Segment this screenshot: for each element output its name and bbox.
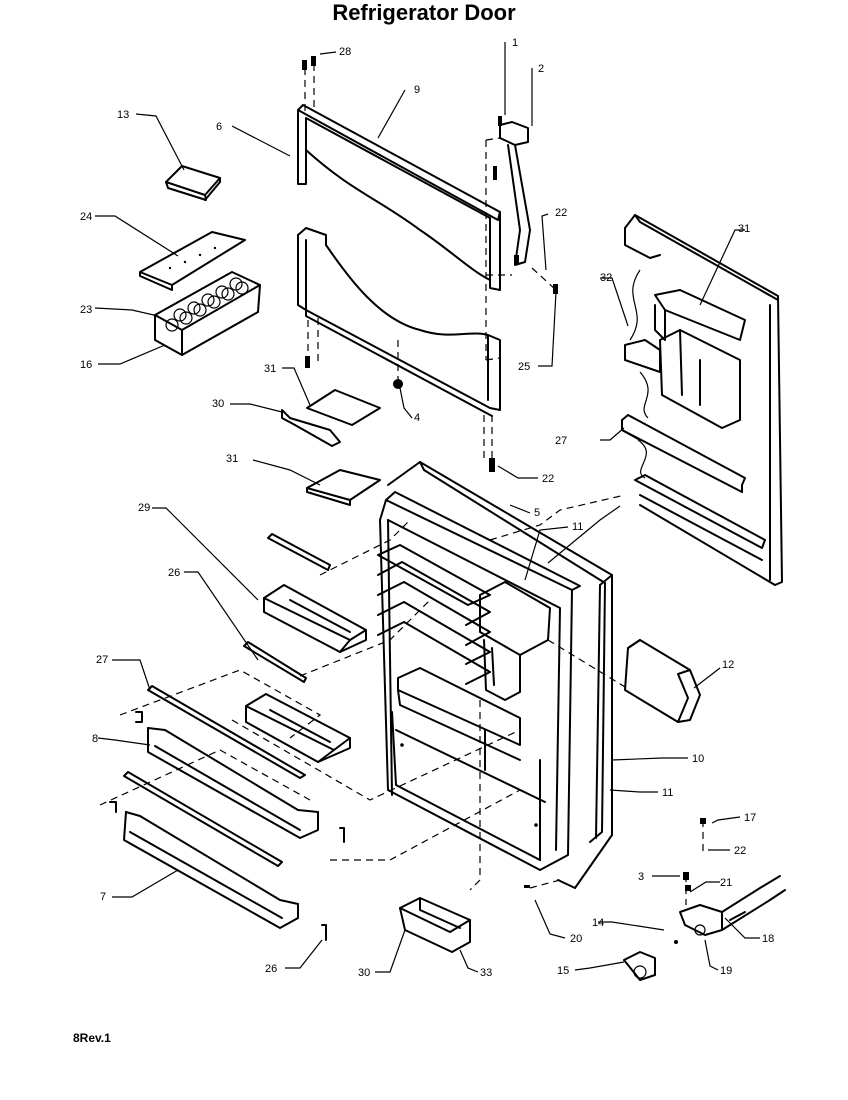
mid-shelf-bin: [245, 693, 351, 763]
callout-13: 13: [117, 109, 129, 121]
part-26-rail-upper: [243, 641, 307, 683]
callout-11-lower: 11: [662, 787, 673, 799]
callout-11-upper: 11: [572, 521, 583, 533]
part-29-shelf-bin: [263, 533, 367, 653]
callout-30-lower: 30: [358, 967, 370, 979]
door-liner: [377, 461, 613, 889]
callout-22-top: 22: [555, 207, 567, 219]
revision-label: 8Rev.1: [73, 1031, 111, 1045]
screws-28: [302, 56, 316, 112]
part-7-shelf: [123, 811, 299, 929]
callout-2: 2: [538, 63, 544, 75]
callout-10: 10: [692, 753, 704, 765]
callout-26-upper: 26: [168, 567, 180, 579]
callout-32: 32: [600, 272, 612, 284]
lower-door-frame: [297, 227, 501, 417]
right-inner-door: [621, 214, 783, 586]
part-31-plate-lower: [306, 469, 381, 506]
leader-lines: [94, 42, 760, 973]
callout-4: 4: [414, 412, 420, 424]
hinge-assembly: [485, 116, 531, 361]
callout-17: 17: [744, 812, 756, 824]
callout-21: 21: [720, 877, 732, 889]
clips: [109, 711, 345, 941]
callout-labels: 28 1 2 9 6 13 24 23 16 22 25 31 30 4 22 …: [80, 37, 774, 979]
callout-31-upper: 31: [264, 363, 276, 375]
screws-lower: [305, 318, 319, 368]
callout-25: 25: [518, 361, 530, 373]
part-24-lid: [139, 231, 246, 291]
callout-26-lower: 26: [265, 963, 277, 975]
callout-8: 8: [92, 733, 98, 745]
upper-door-frame: [297, 104, 501, 291]
assembly-guides: [99, 494, 631, 891]
callout-15: 15: [557, 965, 569, 977]
callout-30-upper: 30: [212, 398, 224, 410]
part-33-bin: [399, 897, 471, 953]
callout-12: 12: [722, 659, 734, 671]
callout-18: 18: [762, 933, 774, 945]
callout-33: 33: [480, 967, 492, 979]
callout-16: 16: [80, 359, 92, 371]
part-12-bin: [624, 639, 701, 723]
bottom-hinge: [623, 818, 786, 981]
callout-29: 29: [138, 502, 150, 514]
callout-22-bottom: 22: [734, 845, 746, 857]
callout-20: 20: [570, 933, 582, 945]
callout-22-mid: 22: [542, 473, 554, 485]
callout-31-right: 31: [738, 223, 750, 235]
part-11-screw-lower: [524, 879, 561, 889]
part-13-cover: [165, 165, 221, 201]
part-26-rail-lower: [123, 771, 283, 867]
callout-24: 24: [80, 211, 92, 223]
part-30-rod: [281, 409, 341, 447]
bottom-hinge-screws: [483, 415, 495, 472]
part-8-shelf: [147, 727, 319, 839]
callout-23: 23: [80, 304, 92, 316]
callout-9: 9: [414, 84, 420, 96]
callout-3: 3: [638, 871, 644, 883]
diagram-title: Refrigerator Door: [332, 0, 516, 25]
callout-27-left: 27: [96, 654, 108, 666]
part-23-ice-tray: [154, 271, 261, 356]
callout-1: 1: [512, 37, 518, 49]
callout-5: 5: [534, 507, 540, 519]
part-27-rail: [147, 685, 306, 779]
callout-28: 28: [339, 46, 351, 58]
callout-27-right: 27: [555, 435, 567, 447]
part-31-plate-upper: [306, 389, 381, 426]
callout-6: 6: [216, 121, 222, 133]
callout-7: 7: [100, 891, 106, 903]
callout-14: 14: [592, 917, 604, 929]
part-4-bolt: [393, 340, 403, 389]
callout-19: 19: [720, 965, 732, 977]
callout-31-lower: 31: [226, 453, 238, 465]
part-25-screw: [531, 267, 558, 294]
